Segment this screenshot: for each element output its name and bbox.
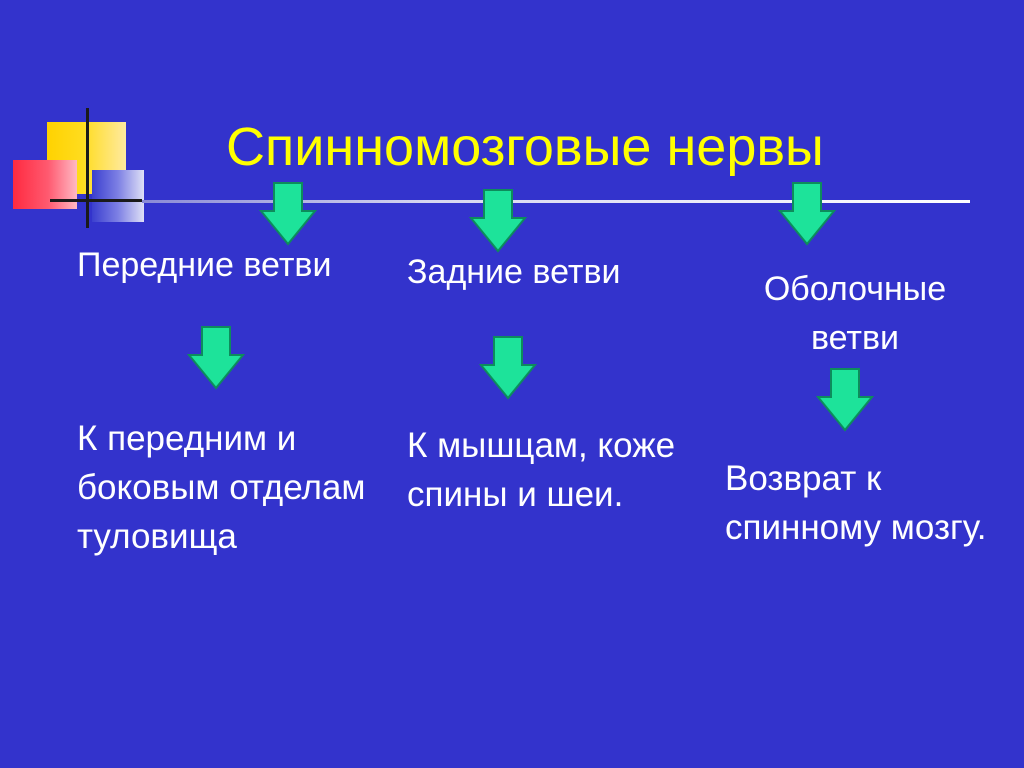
arrow-down-icon <box>815 368 875 432</box>
branch-label-posterior: Задние ветви <box>407 253 621 291</box>
decor-vertical-line <box>86 108 89 228</box>
branch-target-posterior: К мышцам, коже спины и шеи. <box>407 426 676 514</box>
title-underline <box>142 200 970 203</box>
decor-square-blue <box>92 170 144 222</box>
branch-label-meningeal: Оболочные ветви <box>763 270 947 357</box>
decor-horizontal-line-dark <box>50 199 142 202</box>
branch-label-anterior: Передние ветви <box>77 246 332 284</box>
branch-target-meningeal: Возврат к спинному мозгу. <box>725 459 987 547</box>
slide-title: Спинномозговые нервы <box>226 117 824 177</box>
arrow-down-icon <box>478 336 538 400</box>
branch-target-anterior: К передним и боковым отделам туловища <box>77 419 366 556</box>
arrow-down-icon <box>777 182 837 246</box>
arrow-down-icon <box>258 182 318 246</box>
arrow-down-icon <box>468 189 528 253</box>
arrow-down-icon <box>186 326 246 390</box>
